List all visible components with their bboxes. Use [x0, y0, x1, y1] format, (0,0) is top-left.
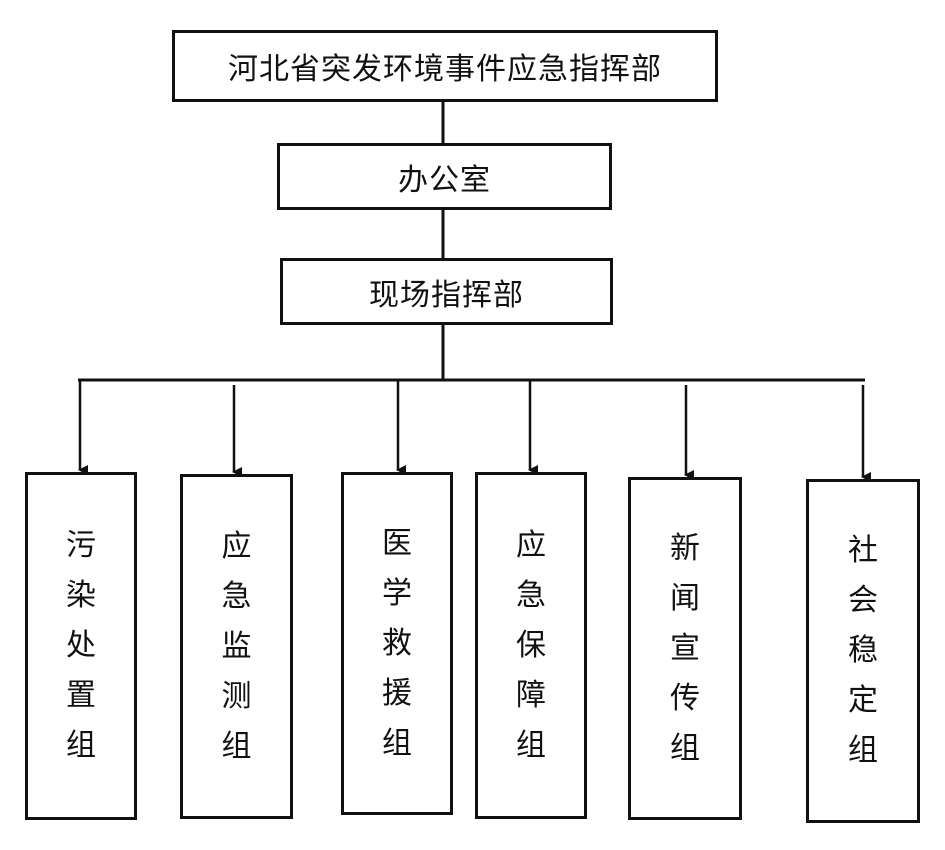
group-char: 学 — [382, 575, 412, 611]
group-char: 组 — [221, 728, 252, 764]
group-char: 保 — [516, 627, 546, 663]
group-char: 急 — [221, 578, 252, 614]
office-label: 办公室 — [398, 162, 491, 198]
group-char: 会 — [848, 583, 878, 618]
group-char: 置 — [66, 678, 96, 713]
group-char: 组 — [848, 733, 878, 768]
group-char: 障 — [516, 677, 546, 713]
group-box-news: 新 闻 宣 传 组 — [628, 477, 742, 820]
office-box: 办公室 — [277, 143, 612, 210]
top-command-label: 河北省突发环境事件应急指挥部 — [228, 52, 662, 87]
group-char: 社 — [848, 533, 878, 568]
group-char: 闻 — [670, 580, 700, 616]
group-box-stability: 社 会 稳 定 组 — [806, 479, 920, 823]
group-char: 监 — [221, 628, 252, 664]
group-char: 组 — [382, 725, 412, 761]
group-char: 救 — [382, 625, 412, 661]
group-char: 应 — [516, 527, 546, 563]
group-char: 新 — [670, 530, 700, 566]
group-box-medical: 医 学 救 援 组 — [341, 472, 453, 815]
group-char: 组 — [66, 728, 96, 763]
group-box-pollution: 污 染 处 置 组 — [25, 472, 137, 820]
group-char: 污 — [66, 528, 96, 563]
group-char: 测 — [221, 678, 252, 714]
group-char: 处 — [66, 628, 96, 663]
group-char: 急 — [516, 577, 546, 613]
group-char: 定 — [848, 683, 878, 718]
field-command-label: 现场指挥部 — [369, 277, 524, 313]
group-char: 稳 — [848, 633, 878, 668]
group-char: 应 — [221, 528, 252, 564]
group-char: 宣 — [670, 630, 700, 666]
group-box-monitoring: 应 急 监 测 组 — [180, 474, 293, 819]
group-char: 传 — [670, 680, 700, 716]
top-command-box: 河北省突发环境事件应急指挥部 — [172, 30, 718, 102]
field-command-box: 现场指挥部 — [280, 258, 613, 325]
group-char: 组 — [670, 730, 700, 766]
group-char: 援 — [382, 675, 412, 711]
group-char: 组 — [516, 727, 546, 763]
group-char: 医 — [382, 525, 412, 561]
group-char: 染 — [66, 578, 96, 613]
group-box-support: 应 急 保 障 组 — [475, 472, 587, 819]
